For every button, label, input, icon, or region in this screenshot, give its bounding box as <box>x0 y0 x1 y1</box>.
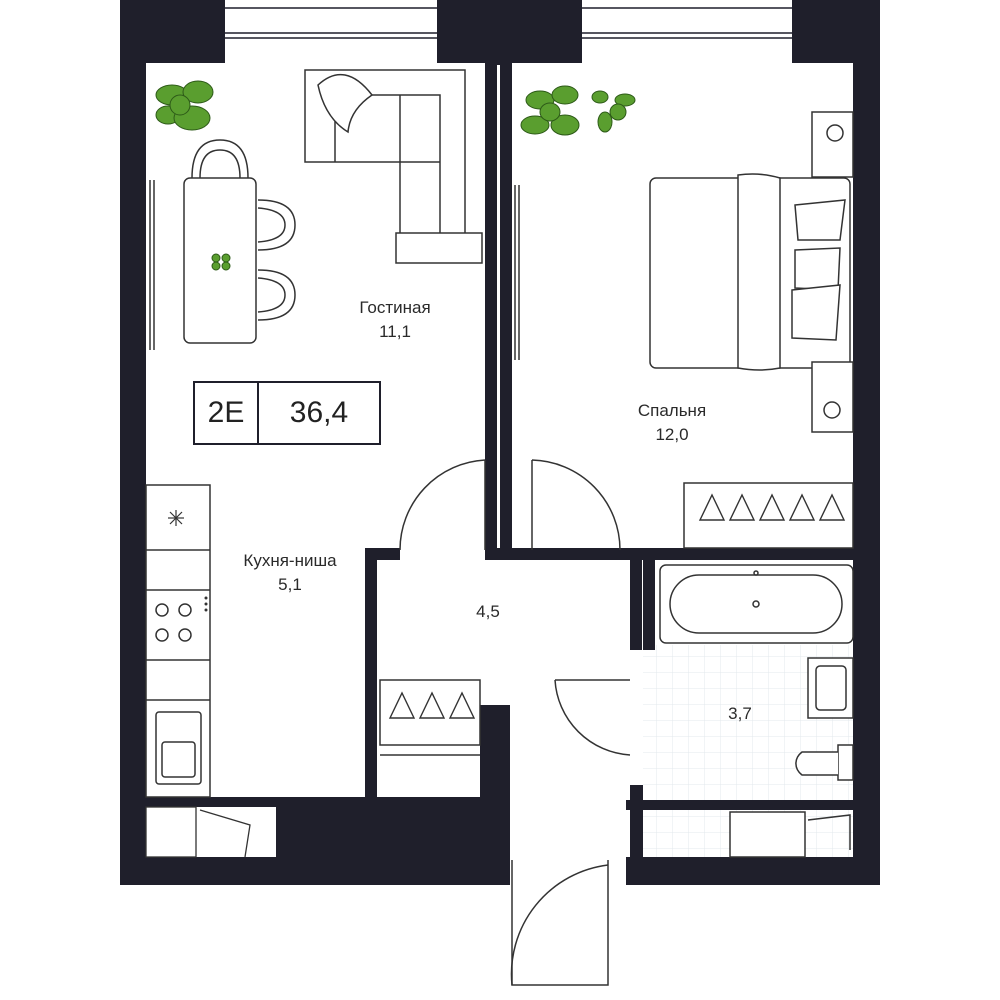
window-bedroom <box>582 7 792 39</box>
room-kitchen: Кухня-ниша 5,1 <box>220 549 360 597</box>
door-entrance <box>511 860 609 986</box>
plant-living <box>155 80 214 131</box>
apartment-total-area: 36,4 <box>289 396 349 429</box>
door-bathroom <box>554 679 631 756</box>
sofa-seat <box>334 94 441 235</box>
room-bedroom: Спальня 12,0 <box>612 399 732 447</box>
wardrobe-hall <box>379 679 481 746</box>
room-hall: 4,5 <box>448 600 528 624</box>
chair-right-2 <box>257 269 296 321</box>
apartment-type: 2E <box>195 383 259 443</box>
room-hall-area: 4,5 <box>476 602 500 621</box>
sofa-arm <box>395 232 483 264</box>
room-bathroom-area: 3,7 <box>728 704 752 723</box>
plant-bedroom-2 <box>591 90 636 133</box>
chair-right-1 <box>257 199 296 251</box>
room-kitchen-name: Кухня-ниша <box>243 551 337 570</box>
toilet <box>837 744 854 781</box>
bed-blanket <box>737 173 781 371</box>
fridge-icon <box>168 510 184 526</box>
dining-table <box>183 177 257 344</box>
plant-bedroom-1 <box>520 85 580 136</box>
room-kitchen-area: 5,1 <box>278 575 302 594</box>
door-bedroom <box>531 459 621 551</box>
nightstand-bottom <box>811 361 854 433</box>
hangers-bedroom <box>698 493 846 521</box>
walls <box>120 0 880 885</box>
nightstand-top <box>811 111 854 178</box>
window-living <box>225 7 437 39</box>
wardrobe-bedroom <box>683 482 854 549</box>
chair-top <box>191 139 249 179</box>
room-living-area: 11,1 <box>379 322 411 341</box>
sofa-pillow <box>317 73 374 134</box>
plant-table <box>211 253 231 271</box>
room-living-name: Гостиная <box>359 298 431 317</box>
room-bedroom-area: 12,0 <box>655 425 689 444</box>
door-living <box>399 459 486 551</box>
room-living: Гостиная 11,1 <box>335 296 455 344</box>
stove-dots <box>204 596 208 612</box>
apartment-badge: 2E 36,4 <box>193 381 381 445</box>
room-bathroom: 3,7 <box>700 702 780 726</box>
hangers-hall <box>388 691 476 719</box>
room-bedroom-name: Спальня <box>637 401 707 420</box>
